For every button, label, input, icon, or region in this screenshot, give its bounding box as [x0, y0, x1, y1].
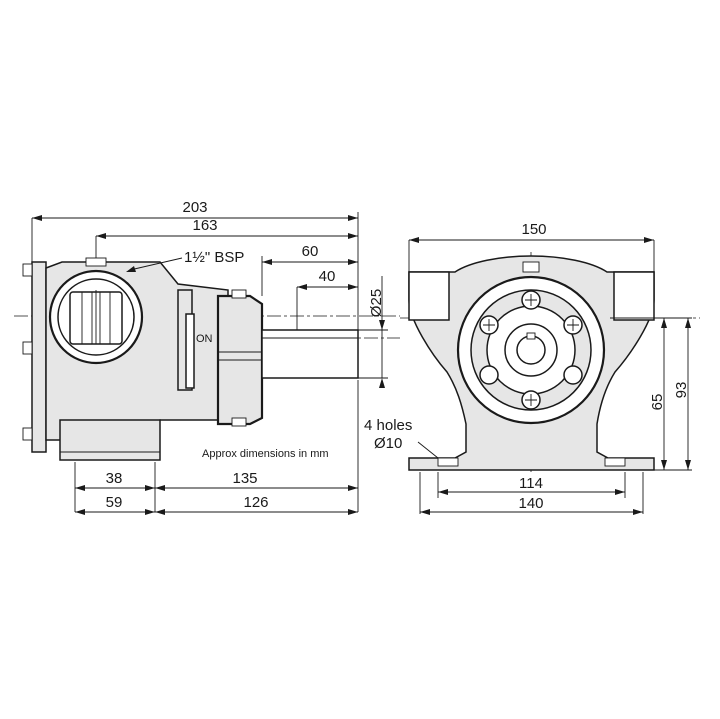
screw-cross	[525, 394, 537, 406]
holes-diameter-label: Ø10	[374, 435, 402, 452]
flange-bolt	[231, 289, 247, 299]
dim-shaft-from-flange: 60	[302, 243, 319, 260]
side-view: 203 163 60 40 Ø25	[14, 199, 400, 515]
bolt-boss	[479, 365, 499, 385]
dim-shaft-height: 65	[649, 394, 666, 411]
port-nut	[85, 257, 107, 267]
dim-foot-to-face: 59	[106, 494, 123, 511]
bolt-head	[22, 341, 33, 355]
dim-length-to-port: 163	[192, 217, 217, 234]
dim-base-width: 140	[518, 495, 543, 512]
holes-count-label: 4 holes	[364, 417, 412, 434]
screw-cross	[525, 294, 537, 306]
on-label: ON	[196, 333, 213, 345]
bolt-head	[22, 427, 33, 441]
dim-flange-to-end: 135	[232, 470, 257, 487]
dim-body-to-end: 126	[243, 494, 268, 511]
dim-shaft-diameter: Ø25	[368, 289, 385, 317]
holes-leader-line	[417, 441, 439, 459]
mounting-hole	[604, 457, 626, 467]
mounting-hole	[437, 457, 459, 467]
base-foot	[59, 419, 161, 461]
inlet-port	[408, 271, 450, 321]
end-view: 150 4 holes Ø10	[364, 221, 700, 515]
dim-shaft-length: 40	[319, 268, 336, 285]
port-size-label: 1½" BSP	[184, 249, 244, 266]
dim-overall-height: 93	[673, 382, 690, 399]
dim-overall-length: 203	[182, 199, 207, 216]
port-vane	[81, 291, 93, 345]
drive-shaft	[261, 329, 359, 379]
approx-dimensions-note: Approx dimensions in mm	[202, 448, 329, 460]
screw-cross	[483, 319, 495, 331]
dim-hole-spacing: 114	[519, 475, 543, 492]
gland-seal	[185, 313, 195, 389]
outlet-port	[613, 271, 655, 321]
dim-overall-width: 150	[521, 221, 546, 238]
flange-bolt	[231, 417, 247, 427]
bolt-head	[22, 263, 33, 277]
keyway	[526, 332, 536, 340]
port-vane	[99, 291, 111, 345]
shaft-end	[516, 335, 546, 365]
bolt-boss	[563, 365, 583, 385]
mounting-flange	[31, 261, 47, 453]
screw-cross	[567, 319, 579, 331]
dim-foot-length: 38	[106, 470, 123, 487]
top-nut	[522, 261, 540, 273]
port-leader-line	[129, 257, 183, 271]
